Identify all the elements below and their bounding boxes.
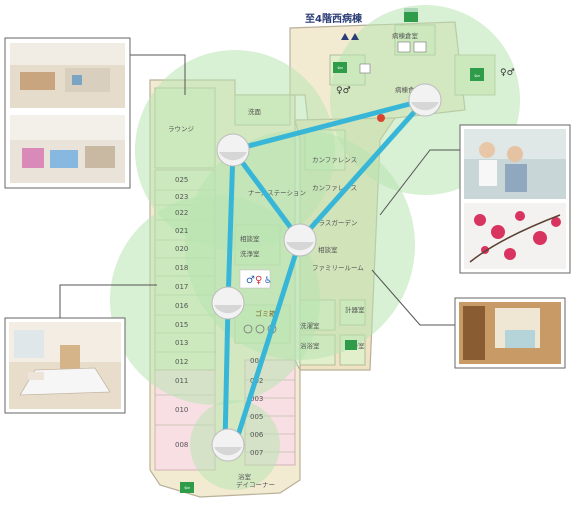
svg-text:♀: ♀ — [255, 275, 262, 286]
conference-label: カンファレンス — [312, 156, 357, 164]
network-link — [225, 147, 236, 306]
access-points — [211, 83, 442, 462]
room-number-label: 021 — [175, 227, 188, 235]
shower-label: 浴浴室 — [300, 341, 320, 350]
office-label: 病棟倉室 — [392, 31, 419, 40]
trash-room-label: ゴミ箱 — [255, 309, 276, 318]
access-point-node — [211, 428, 245, 462]
restroom-icon: ♀♂ ♀♂ — [336, 68, 515, 96]
dining-label: 病棟食堂 — [395, 85, 422, 94]
room-number-label: 013 — [175, 339, 188, 347]
exit-icon: ⇦ — [180, 482, 194, 493]
callout-leaders — [59, 54, 465, 326]
exit-icon: ⇦ — [470, 68, 484, 81]
lounge-label: ラウンジ — [168, 125, 195, 133]
network-link — [232, 237, 303, 448]
room-number-label: 012 — [175, 358, 188, 366]
room-number-label: 017 — [175, 283, 188, 291]
conference-room-label: カンファレンス — [312, 184, 357, 192]
plum-blossom-photo — [464, 203, 566, 269]
room-number-label: 018 — [175, 264, 188, 272]
fire-extinguisher-icon — [377, 114, 385, 122]
room-number-label: 015 — [175, 321, 188, 329]
network-link — [297, 97, 428, 243]
toilet-icon: ♂ ♀ ♿ — [239, 269, 272, 289]
network-link — [222, 300, 231, 448]
nurse-station-label: ナースステーション — [248, 189, 306, 197]
photo-callout-bedroom — [4, 317, 126, 414]
care-label: 相談室 — [240, 234, 260, 243]
family-room-label: ファミリールーム — [312, 264, 364, 272]
network-links — [222, 97, 428, 448]
entrance-arrow-icon — [341, 33, 359, 40]
day-corner-label: デイコーナー — [236, 480, 275, 489]
room-number-label: 003 — [250, 395, 263, 403]
wash-label: 洗浄室 — [240, 249, 260, 258]
exit-icon — [345, 340, 357, 350]
room-number-label: 010 — [175, 406, 188, 414]
storage-label: 計器室 — [345, 305, 365, 314]
room-number-label: 006 — [250, 431, 264, 439]
svg-text:⇦: ⇦ — [184, 484, 190, 492]
room-number-label: 007 — [250, 449, 263, 457]
room-number-label: 001 — [250, 357, 263, 365]
access-point-node — [216, 133, 250, 167]
room-number-label: 023 — [175, 193, 188, 201]
svg-text:♂: ♂ — [246, 275, 255, 286]
room-number-label: 025 — [175, 176, 188, 184]
room-number-label: 011 — [175, 377, 188, 385]
room-number-label: 016 — [175, 302, 189, 310]
terrace-garden-label: テラスガーデン — [312, 218, 357, 227]
photo-callout-terrace — [459, 124, 571, 274]
consultation-label: 相談室 — [318, 245, 338, 254]
left-room-numbers: 025 023 022 021 020 018 017 016 015 013 012 011 010 0… — [175, 176, 189, 449]
svg-text:♀♂: ♀♂ — [500, 68, 515, 78]
room-labels: 至4階西病棟 ラウンジ 洗面 ナースステーション カンファレンス カンファレンス… — [168, 12, 422, 489]
room-number-label: 020 — [175, 245, 188, 253]
svg-text:⇦: ⇦ — [337, 64, 343, 72]
facility-icons: ⇦ ⇦ ⇦ ♂ ♀ ♿ — [180, 8, 515, 493]
exit-icon: ⇦ — [333, 62, 347, 73]
stairs-icon — [404, 8, 418, 22]
access-point-node — [211, 286, 245, 320]
elevator-icon — [359, 41, 427, 74]
svg-text:♿: ♿ — [264, 276, 272, 286]
title-label: 至4階西病棟 — [305, 12, 363, 25]
bath-label: 洗面 — [248, 107, 262, 116]
west-label: 浴室 — [238, 472, 252, 481]
room-number-label: 022 — [175, 209, 188, 217]
photo-callout-lounge — [4, 37, 131, 189]
photo-callout-bathroom — [454, 297, 566, 369]
svg-text:⇦: ⇦ — [474, 72, 480, 80]
network-link — [230, 147, 303, 243]
room-number-label: 005 — [250, 413, 263, 421]
laundry-label: 洗濯室 — [300, 321, 320, 330]
access-point-node — [283, 223, 317, 257]
access-point-node — [408, 83, 442, 117]
svg-text:♀♂: ♀♂ — [336, 86, 351, 96]
network-link — [230, 97, 428, 153]
room-number-label: 008 — [175, 441, 188, 449]
